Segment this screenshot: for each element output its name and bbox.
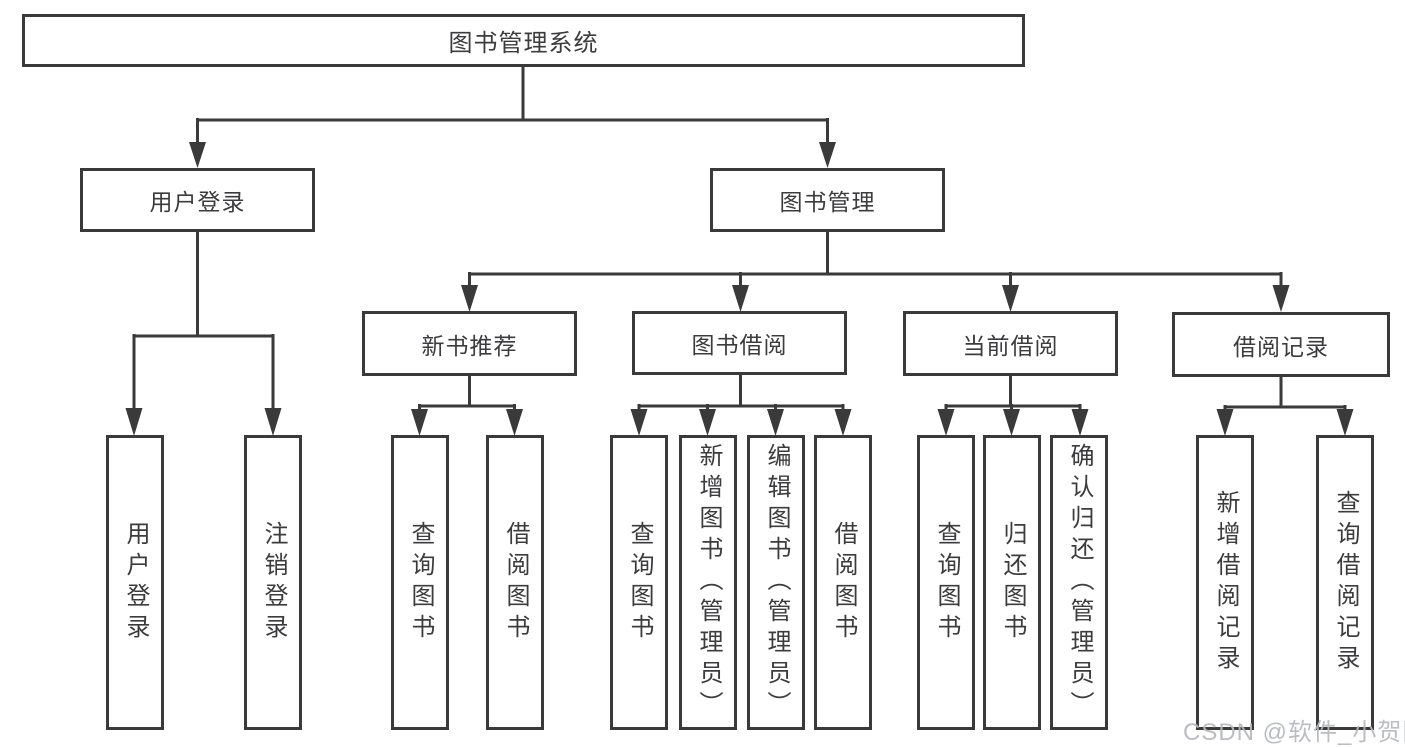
leaf-current-return-label: 归还图书 xyxy=(999,520,1026,645)
leaf-newbooks-borrow: 借阅图书 xyxy=(486,435,544,730)
node-book-management: 图书管理 xyxy=(710,168,945,232)
connector-edges xyxy=(132,64,1347,412)
node-new-book-recommend-label: 新书推荐 xyxy=(421,332,518,359)
leaf-borrowing-query: 查询图书 xyxy=(610,435,668,730)
node-user-login: 用户登录 xyxy=(80,168,315,232)
leaf-records-query: 查询借阅记录 xyxy=(1316,435,1374,730)
node-book-borrowing-label: 图书借阅 xyxy=(691,332,788,358)
leaf-borrowing-borrow-book: 借阅图书 xyxy=(814,435,872,730)
leaf-borrowing-edit-book-label: 编辑图书（管理员） xyxy=(763,443,790,722)
leaf-user-login: 用户登录 xyxy=(106,435,164,730)
leaf-records-add-label: 新增借阅记录 xyxy=(1212,489,1239,676)
node-book-borrowing: 图书借阅 xyxy=(632,311,847,375)
leaf-borrowing-query-label: 查询图书 xyxy=(626,520,653,645)
leaf-newbooks-query-label: 查询图书 xyxy=(407,520,434,645)
leaf-logout: 注销登录 xyxy=(244,435,302,730)
leaf-newbooks-borrow-label: 借阅图书 xyxy=(502,520,529,645)
node-new-book-recommend: 新书推荐 xyxy=(362,311,577,376)
node-user-login-label: 用户登录 xyxy=(149,189,246,215)
leaf-user-login-label: 用户登录 xyxy=(122,520,149,645)
leaf-borrowing-add-book-label: 新增图书（管理员） xyxy=(695,443,722,722)
leaf-borrowing-add-book: 新增图书（管理员） xyxy=(679,435,737,730)
leaf-borrowing-edit-book: 编辑图书（管理员） xyxy=(747,435,805,730)
node-current-borrowing-label: 当前借阅 xyxy=(962,332,1059,359)
node-book-management-label: 图书管理 xyxy=(779,189,876,215)
leaf-current-confirm-return-label: 确认归还（管理员） xyxy=(1066,443,1093,722)
leaf-newbooks-query: 查询图书 xyxy=(391,435,449,730)
leaf-logout-label: 注销登录 xyxy=(260,520,287,645)
node-current-borrowing: 当前借阅 xyxy=(903,311,1118,376)
connector-arrowheads xyxy=(125,142,1354,436)
leaf-current-return: 归还图书 xyxy=(983,435,1041,730)
leaf-records-add: 新增借阅记录 xyxy=(1196,435,1254,730)
node-system-root-label: 图书管理系统 xyxy=(448,30,599,57)
leaf-current-query-label: 查询图书 xyxy=(933,520,960,645)
node-borrowing-records: 借阅记录 xyxy=(1172,312,1390,377)
leaf-current-query: 查询图书 xyxy=(917,435,975,730)
leaf-borrowing-borrow-book-label: 借阅图书 xyxy=(830,520,857,645)
watermark: CSDN @软件_小贺同学 xyxy=(1183,719,1405,746)
leaf-records-query-label: 查询借阅记录 xyxy=(1332,489,1359,676)
node-borrowing-records-label: 借阅记录 xyxy=(1233,333,1329,360)
node-system-root: 图书管理系统 xyxy=(22,14,1025,67)
leaf-current-confirm-return: 确认归还（管理员） xyxy=(1050,435,1108,730)
